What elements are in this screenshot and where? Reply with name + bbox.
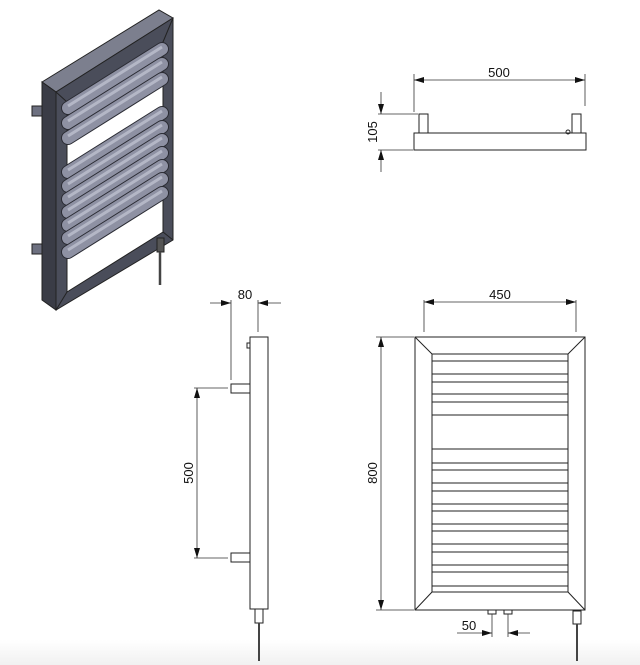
top-view: 500 105 bbox=[365, 65, 587, 172]
front-height-label: 800 bbox=[365, 462, 380, 484]
side-depth-label: 80 bbox=[238, 287, 252, 302]
top-view-bracket-left bbox=[418, 113, 429, 134]
heating-element-valve bbox=[156, 237, 165, 253]
pipe-connection-right bbox=[503, 609, 513, 615]
front-view: 450 800 50 bbox=[365, 287, 586, 661]
front-view-valve bbox=[572, 610, 582, 625]
side-view-bracket-lower bbox=[230, 552, 251, 563]
bracket-spacing-label: 500 bbox=[181, 462, 196, 484]
front-width-label: 450 bbox=[489, 287, 511, 302]
pipe-connection-left bbox=[487, 609, 497, 615]
top-view-frame bbox=[413, 132, 587, 151]
frame-side-face bbox=[41, 81, 57, 311]
iso-towel-bar-highlight bbox=[67, 149, 163, 212]
iso-towel-bar-highlight bbox=[67, 175, 163, 238]
top-width-label: 500 bbox=[488, 65, 510, 80]
page-bottom-shade bbox=[0, 640, 640, 665]
isometric-view bbox=[31, 9, 174, 311]
iso-towel-bar bbox=[62, 73, 168, 144]
pipe-spacing-label: 50 bbox=[462, 618, 476, 633]
iso-towel-bar-highlight bbox=[67, 162, 163, 225]
iso-towel-bar bbox=[62, 147, 168, 218]
side-view-valve bbox=[254, 608, 264, 624]
wall-bracket-lower bbox=[31, 243, 44, 255]
top-view-bracket-right bbox=[571, 113, 582, 134]
side-view-bracket-upper bbox=[230, 383, 251, 394]
iso-towel-bar bbox=[62, 121, 168, 192]
iso-towel-bar bbox=[62, 160, 168, 231]
iso-towel-bar-highlight bbox=[67, 75, 163, 138]
iso-towel-bar-highlight bbox=[67, 136, 163, 199]
front-bars bbox=[432, 360, 568, 587]
iso-towel-bar bbox=[62, 107, 168, 178]
iso-towel-bar bbox=[62, 173, 168, 244]
iso-towel-bar bbox=[62, 58, 168, 129]
front-view-opening bbox=[431, 353, 569, 593]
top-depth-label: 105 bbox=[365, 121, 380, 143]
iso-towel-bar-highlight bbox=[67, 109, 163, 172]
iso-towel-bar-highlight bbox=[67, 60, 163, 123]
side-view: 80 500 bbox=[181, 287, 281, 661]
iso-towel-bar-highlight bbox=[67, 189, 163, 252]
iso-towel-bar-highlight bbox=[67, 45, 163, 108]
side-view-panel bbox=[249, 336, 269, 610]
iso-towel-bar bbox=[62, 43, 168, 114]
wall-bracket-upper bbox=[31, 105, 44, 117]
iso-bars bbox=[61, 42, 169, 259]
iso-towel-bar bbox=[62, 134, 168, 205]
iso-towel-bar bbox=[62, 187, 168, 258]
front-view-frame bbox=[414, 336, 586, 611]
iso-towel-bar-highlight bbox=[67, 123, 163, 186]
